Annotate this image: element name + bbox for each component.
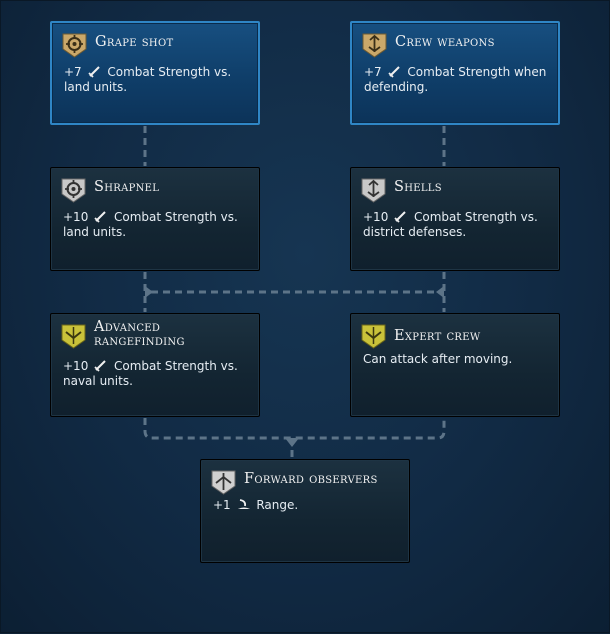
sword-icon [394, 211, 406, 223]
promotion-bonus: +10 [63, 359, 89, 373]
promotion-card-shells[interactable]: Shells +10 Combat Strength vs. district … [350, 167, 560, 271]
pentagon-badge-icon [211, 470, 236, 495]
promotion-card-forward-observers[interactable]: Forward observers +1 Range. [200, 459, 410, 563]
promotion-description: +1 Range. [213, 498, 403, 513]
promotion-title: Shrapnel [94, 179, 160, 195]
chevron-badge-icon [361, 324, 386, 349]
promotion-title: Shells [394, 179, 442, 195]
promotion-bonus: +10 [363, 210, 389, 224]
promotion-card-expert-crew[interactable]: Expert crew Can attack after moving. [350, 313, 560, 417]
promotion-effect-text: Combat Strength vs. naval units. [63, 359, 238, 388]
promotion-title: Advanced rangefinding [94, 319, 185, 349]
promotion-card-shrapnel[interactable]: Shrapnel +10 Combat Strength vs. land un… [50, 167, 260, 271]
chevron-badge-icon [61, 324, 86, 349]
promotion-title: Expert crew [394, 328, 481, 344]
promotion-bonus: +1 [213, 498, 231, 512]
promotion-description: Can attack after moving. [363, 352, 553, 367]
sword-icon [387, 66, 400, 78]
shield-arrow-badge-icon [362, 33, 387, 58]
promotion-description: +7 Combat Strength when defending. [364, 65, 554, 95]
promotion-effect-text: Combat Strength when defending. [364, 65, 547, 94]
promotion-card-crew-weapons[interactable]: Crew weapons +7 Combat Strength when def… [350, 21, 560, 125]
promotion-effect-text: Combat Strength vs. land units. [64, 65, 232, 94]
promotion-effect-text: Combat Strength vs. district defenses. [363, 210, 538, 239]
promotion-card-grape-shot[interactable]: Grape shot +7 Combat Strength vs. land u… [50, 21, 260, 125]
promotion-effect-text: Range. [256, 498, 299, 512]
promotion-title: Crew weapons [395, 34, 495, 50]
target-badge-icon [61, 178, 86, 203]
promotion-description: +10 Combat Strength vs. district defense… [363, 210, 553, 240]
promotion-description: +10 Combat Strength vs. land units. [63, 210, 253, 240]
shield-arrow-badge-icon [361, 178, 386, 203]
promotion-effect-text: Combat Strength vs. land units. [63, 210, 238, 239]
sword-icon [94, 360, 106, 372]
range-icon [237, 499, 250, 509]
promotion-title: Forward observers [244, 471, 378, 487]
promotion-bonus: +7 [364, 65, 382, 79]
promotion-bonus: +10 [63, 210, 89, 224]
sword-icon [87, 66, 100, 78]
promotion-card-advanced-rangefinding[interactable]: Advanced rangefinding +10 Combat Strengt… [50, 313, 260, 417]
promotion-bonus: +7 [64, 65, 82, 79]
promotion-title: Grape shot [95, 34, 174, 50]
promotion-description: +7 Combat Strength vs. land units. [64, 65, 254, 95]
promotion-description: +10 Combat Strength vs. naval units. [63, 359, 253, 389]
target-badge-icon [62, 33, 87, 58]
sword-icon [94, 211, 106, 223]
promotion-effect-text: Can attack after moving. [363, 352, 513, 366]
